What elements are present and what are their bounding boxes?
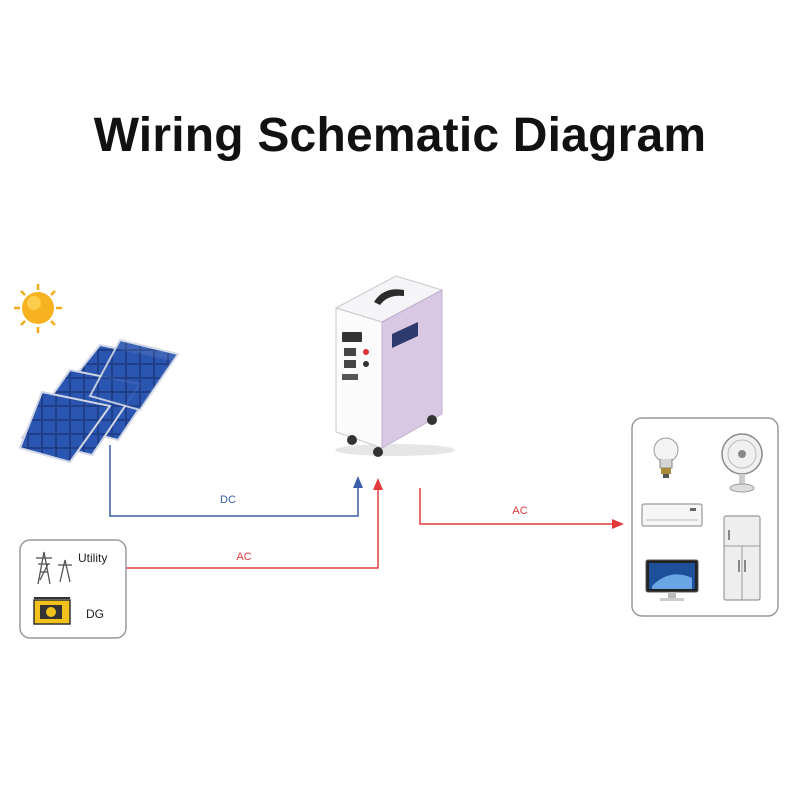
light-bulb-icon	[653, 437, 679, 478]
dg-label: DG	[86, 607, 104, 621]
air-conditioner-icon	[641, 503, 703, 527]
solar-panel-icon	[18, 338, 180, 464]
dc-connection	[109, 445, 363, 517]
ac-output-label: AC	[512, 505, 527, 517]
monitor-icon	[645, 559, 699, 601]
fan-icon	[721, 433, 763, 493]
ac-output-connection	[419, 488, 624, 529]
generator-icon	[33, 597, 71, 625]
utility-tower-icon	[36, 551, 72, 585]
sun-icon	[14, 284, 62, 333]
ac-input-label: AC	[236, 551, 251, 563]
dc-label: DC	[220, 494, 236, 506]
appliances-box	[631, 417, 779, 617]
refrigerator-icon	[723, 515, 761, 601]
battery-storage-unit	[334, 275, 455, 457]
utility-label: Utility	[78, 551, 107, 565]
page-title: Wiring Schematic Diagram	[93, 109, 707, 162]
source-box: Utility DG	[19, 539, 127, 639]
